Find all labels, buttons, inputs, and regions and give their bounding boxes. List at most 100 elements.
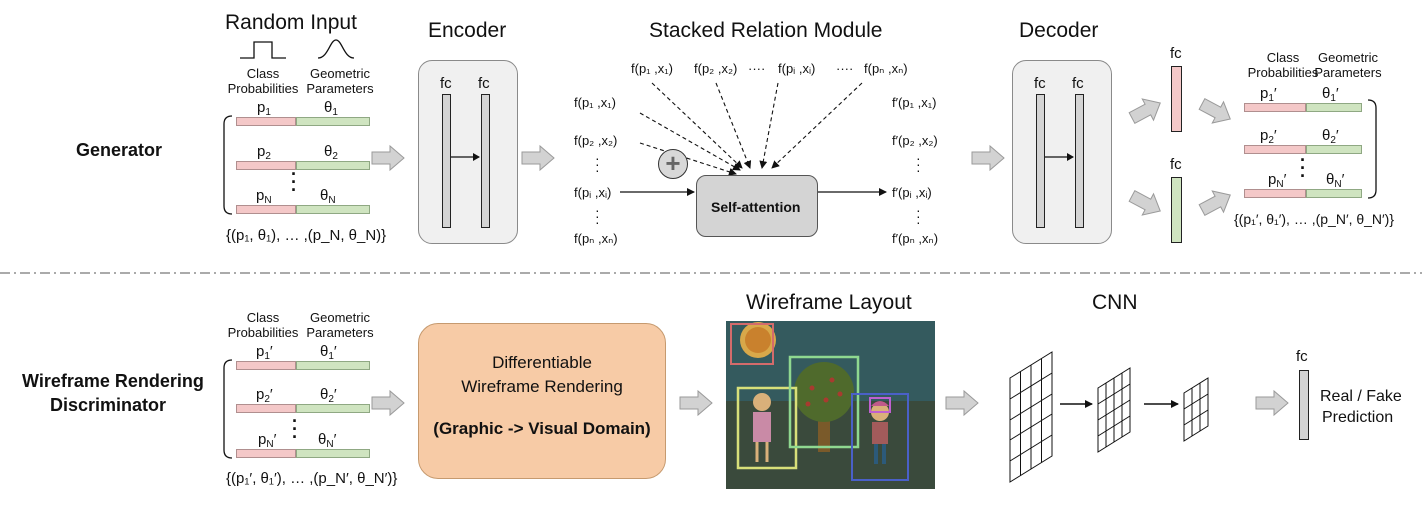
cnn-feature-maps [1009, 351, 1209, 483]
output-set-label: {(p₁′, θ₁′), … ,(p_N′, θ_N′)} [1234, 211, 1395, 227]
geo-fc-label: fc [1170, 156, 1182, 173]
decoder-title: Decoder [1019, 19, 1099, 42]
p1-label: p1 [257, 99, 271, 118]
srm-left-dots-2: ··· [595, 202, 600, 230]
srm-top-input-1: f(p₁ ,x₁) [631, 61, 673, 76]
decoder-box [1012, 60, 1112, 244]
decoder-fc1-label: fc [1034, 75, 1046, 92]
disc-theta1-label: θ1′ [320, 343, 337, 362]
disc-thetaN-bar [296, 449, 370, 458]
theta2-label: θ2 [324, 143, 338, 162]
decoder-inner-arrow [1045, 153, 1074, 161]
srm-left-input-2: f(p₂ ,x₂) [574, 133, 618, 148]
out-p1-label: p1′ [1260, 85, 1277, 104]
srm-top-dots-1: ···· [748, 61, 766, 76]
final-fc-label: fc [1296, 348, 1308, 365]
arrow-disc-input-to-render [371, 390, 405, 416]
pN-bar [236, 205, 296, 214]
encoder-fc2-bar [481, 94, 490, 228]
disc-set-label: {(p₁′, θ₁′), … ,(p_N′, θ_N′)} [226, 470, 398, 487]
thetaN-label: θN [320, 187, 336, 206]
final-fc-bar [1299, 370, 1309, 440]
encoder-fc1-bar [442, 94, 451, 228]
srm-left-input-1: f(p₁ ,x₁) [574, 95, 616, 110]
prediction-line2: Prediction [1322, 409, 1394, 426]
encoder-inner-arrow [451, 153, 480, 161]
srm-top-input-n: f(pₙ ,xₙ) [864, 61, 908, 76]
out-p2-label: p2′ [1260, 127, 1277, 146]
prediction-line1: Real / Fake [1320, 388, 1402, 405]
srm-right-output-2: f′(p₂ ,x₂) [892, 133, 938, 148]
out-p2-bar [1244, 145, 1306, 154]
output-bracket [1367, 99, 1377, 199]
srm-title: Stacked Relation Module [649, 19, 883, 42]
class-fc-label: fc [1170, 45, 1182, 62]
out-p1-bar [1244, 103, 1306, 112]
out-theta2-bar [1306, 145, 1362, 154]
srm-top-input-i: f(pᵢ ,xᵢ) [778, 61, 816, 76]
step-pulse-icon [240, 41, 286, 59]
thetaN-bar [296, 205, 370, 214]
input-bracket [223, 115, 233, 215]
srm-left-input-n: f(pₙ ,xₙ) [574, 231, 618, 246]
out-thetaN-bar [1306, 189, 1362, 198]
out-vertical-dots: ··· [1300, 150, 1306, 186]
p2-bar [236, 161, 296, 170]
input-vertical-dots: ··· [291, 164, 297, 200]
disc-theta2-bar [296, 404, 370, 413]
arrow-decoder-to-fc-top [1125, 91, 1167, 130]
rendering-box [418, 323, 666, 479]
arrow-decoder-to-fc-bottom [1125, 184, 1167, 223]
srm-dashed-arrows [639, 82, 863, 176]
out-theta2-label: θ2′ [1322, 127, 1339, 146]
arrow-layout-to-cnn [945, 390, 979, 416]
theta1-bar [296, 117, 370, 126]
srm-top-input-2: f(p₂ ,x₂) [694, 61, 738, 76]
arrow-render-to-layout [679, 390, 713, 416]
geo-fc-bar [1171, 177, 1182, 243]
decoder-fc2-bar [1075, 94, 1084, 228]
srm-right-output-1: f′(p₁ ,x₁) [892, 95, 937, 110]
generator-label: Generator [76, 140, 163, 160]
disc-p2-bar [236, 404, 296, 413]
disc-theta2-label: θ2′ [320, 386, 337, 405]
encoder-fc1-label: fc [440, 75, 452, 92]
srm-top-dots-2: ···· [836, 61, 854, 76]
disc-p2-label: p2′ [256, 386, 273, 405]
disc-p1-label: p1′ [256, 343, 273, 362]
theta2-bar [296, 161, 370, 170]
random-input-title: Random Input [225, 11, 357, 34]
srm-left-input-i: f(pᵢ ,xᵢ) [574, 185, 612, 200]
self-attention-box [696, 175, 818, 237]
encoder-box [418, 60, 518, 244]
srm-right-output-n: f′(pₙ ,xₙ) [892, 231, 939, 246]
disc-pN-bar [236, 449, 296, 458]
disc-label-line1: Wireframe Rendering [22, 371, 204, 391]
arrow-fc-bottom-to-output [1195, 183, 1237, 222]
arrow-fc-top-to-output [1195, 92, 1237, 131]
out-pN-bar [1244, 189, 1306, 198]
rendering-line3: (Graphic -> Visual Domain) [433, 419, 651, 438]
gaussian-curve-icon [317, 39, 355, 59]
out-theta1-bar [1306, 103, 1362, 112]
theta1-label: θ1 [324, 99, 338, 118]
srm-left-dots-1: ··· [595, 150, 600, 178]
wireframe-layout-image [726, 321, 935, 489]
disc-input-bracket [223, 359, 233, 459]
arrow-input-to-encoder [371, 145, 405, 171]
srm-right-output-i: f′(pᵢ ,xᵢ) [892, 185, 932, 200]
srm-right-dots-2: ··· [916, 202, 921, 230]
arrow-srm-to-decoder [971, 145, 1005, 171]
cnn-title: CNN [1092, 291, 1138, 314]
encoder-fc2-label: fc [478, 75, 490, 92]
arrow-encoder-to-srm [521, 145, 555, 171]
disc-thetaN-label: θN′ [318, 431, 337, 450]
add-operator-icon: + [658, 149, 688, 179]
